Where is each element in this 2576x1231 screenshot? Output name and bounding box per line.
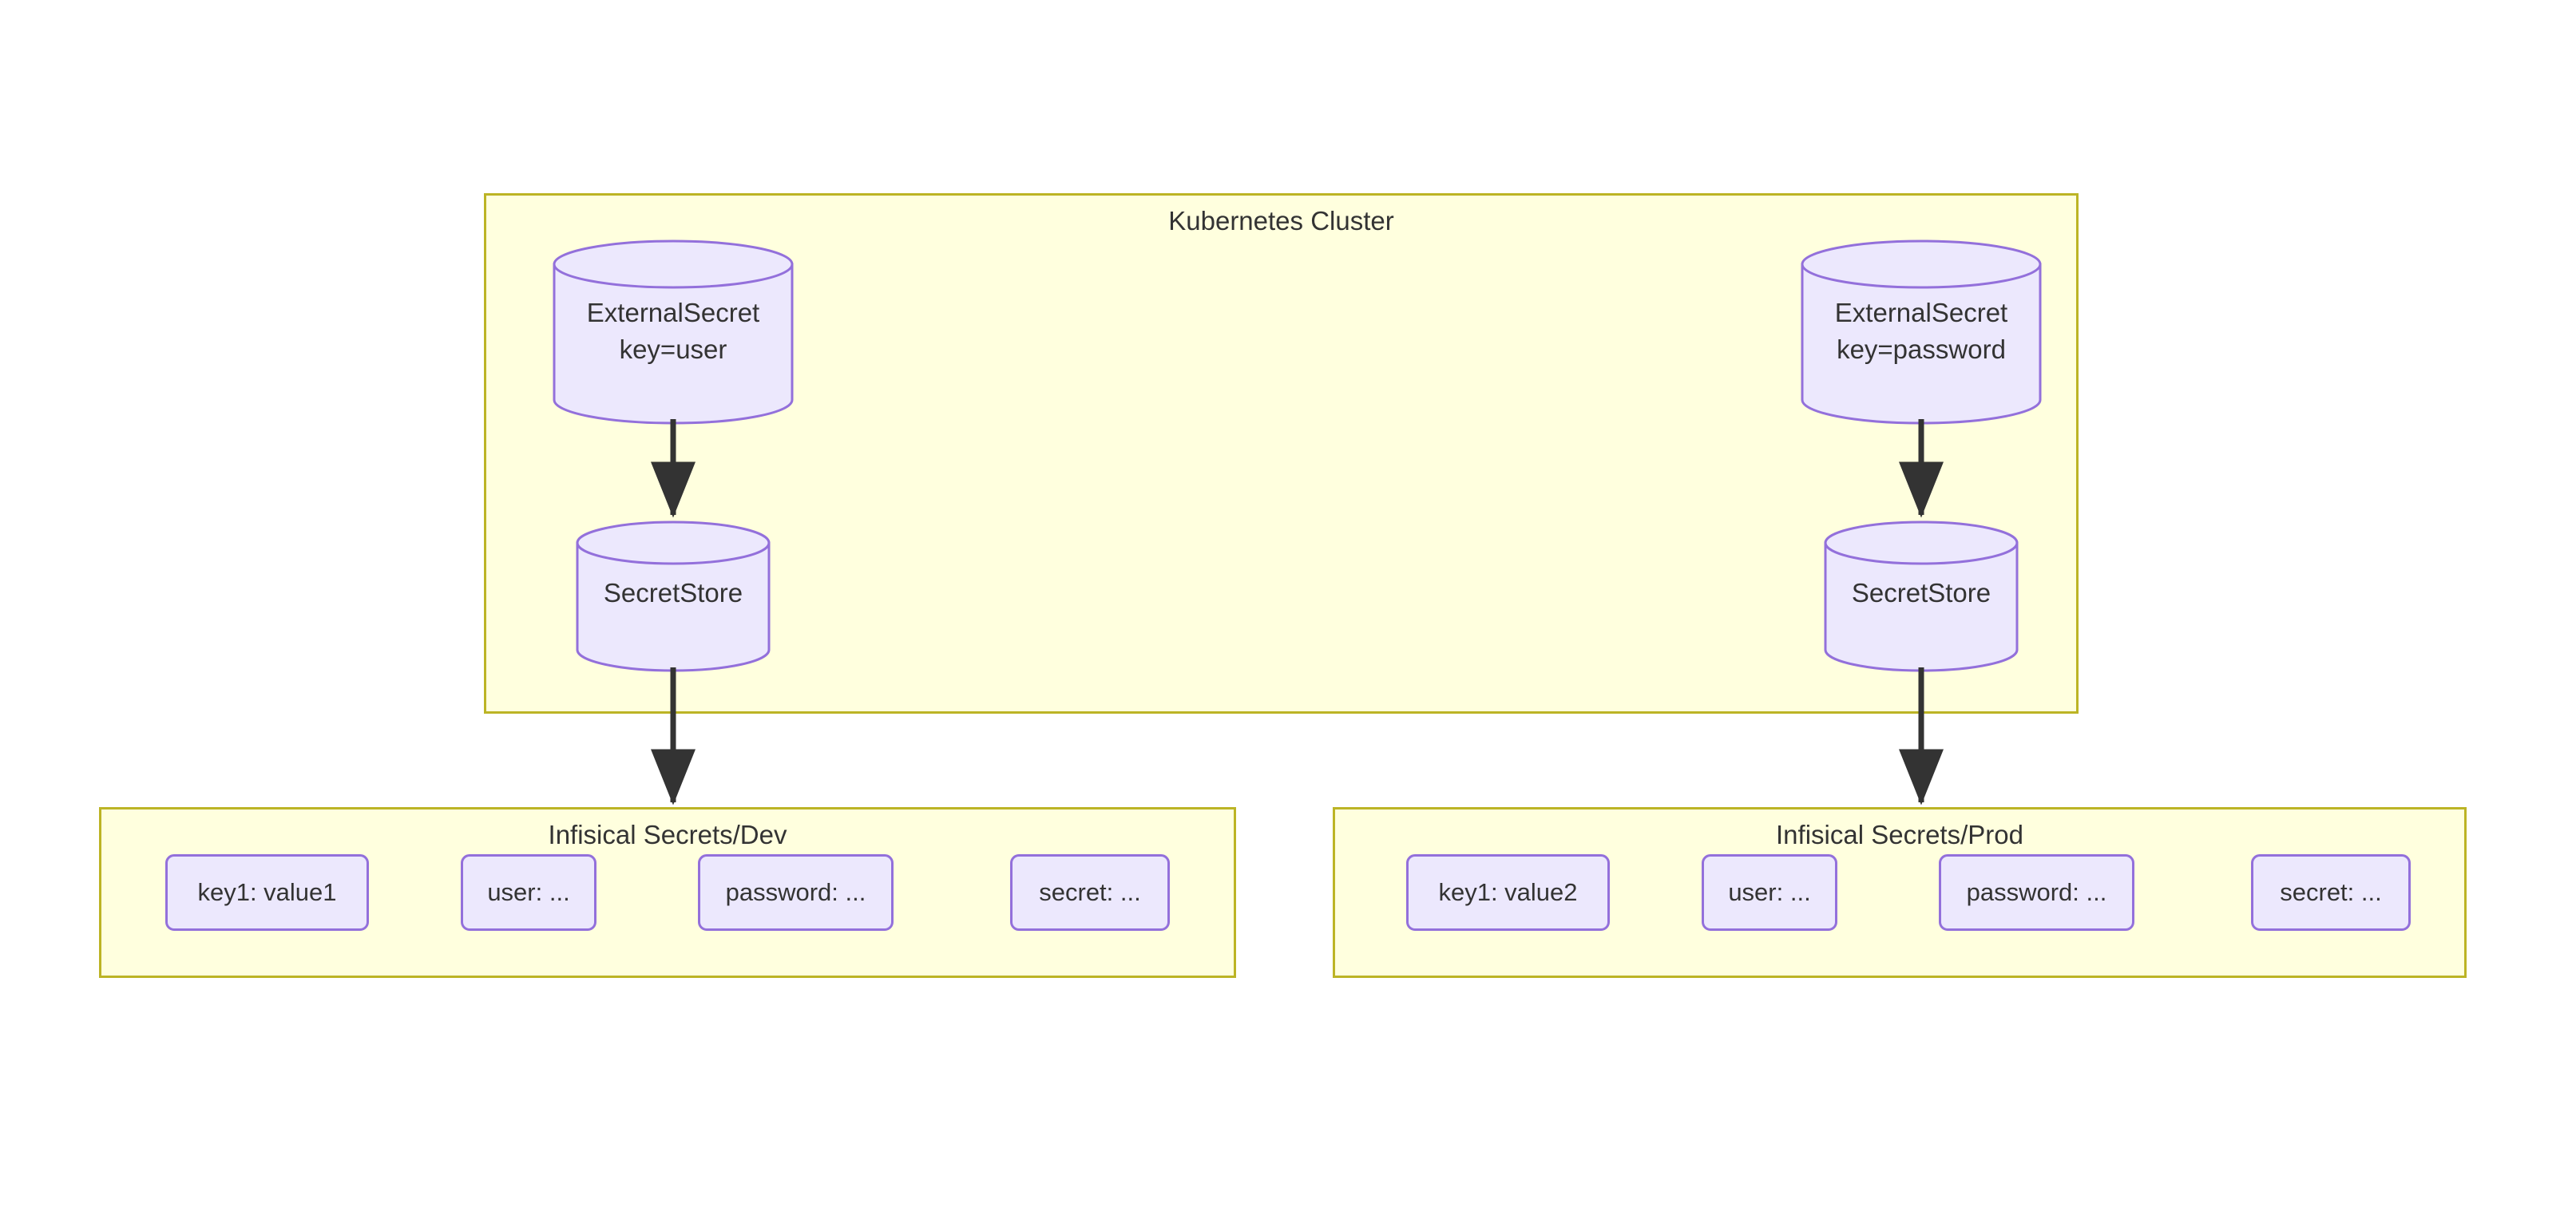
node-external-secret-key-user[interactable]: ExternalSecret key=user <box>552 239 795 426</box>
cylinder-shape-icon <box>553 239 794 425</box>
secret-chip-dev-0[interactable]: key1: value1 <box>165 854 369 931</box>
secret-chip-prod-0[interactable]: key1: value2 <box>1406 854 1610 931</box>
secret-chip-dev-1[interactable]: user: ... <box>461 854 596 931</box>
group-title-infisical-secrets-prod: Infisical Secrets/Prod <box>1776 820 2023 849</box>
cylinder-shape-icon <box>576 521 771 672</box>
secret-chip-prod-2[interactable]: password: ... <box>1939 854 2134 931</box>
cylinder-shape-icon <box>1824 521 2019 672</box>
node-secret-store-prod[interactable]: SecretStore <box>1823 521 2019 672</box>
cylinder-shape-icon <box>1801 239 2042 425</box>
node-secret-store-dev[interactable]: SecretStore <box>575 521 771 672</box>
secret-chip-prod-3[interactable]: secret: ... <box>2251 854 2411 931</box>
group-title-kubernetes-cluster: Kubernetes Cluster <box>1168 206 1394 236</box>
node-external-secret-key-password[interactable]: ExternalSecret key=password <box>1800 239 2043 426</box>
secret-chip-prod-1[interactable]: user: ... <box>1702 854 1837 931</box>
secret-chip-dev-2[interactable]: password: ... <box>698 854 894 931</box>
secret-chip-dev-3[interactable]: secret: ... <box>1010 854 1170 931</box>
group-title-infisical-secrets-dev: Infisical Secrets/Dev <box>548 820 787 849</box>
